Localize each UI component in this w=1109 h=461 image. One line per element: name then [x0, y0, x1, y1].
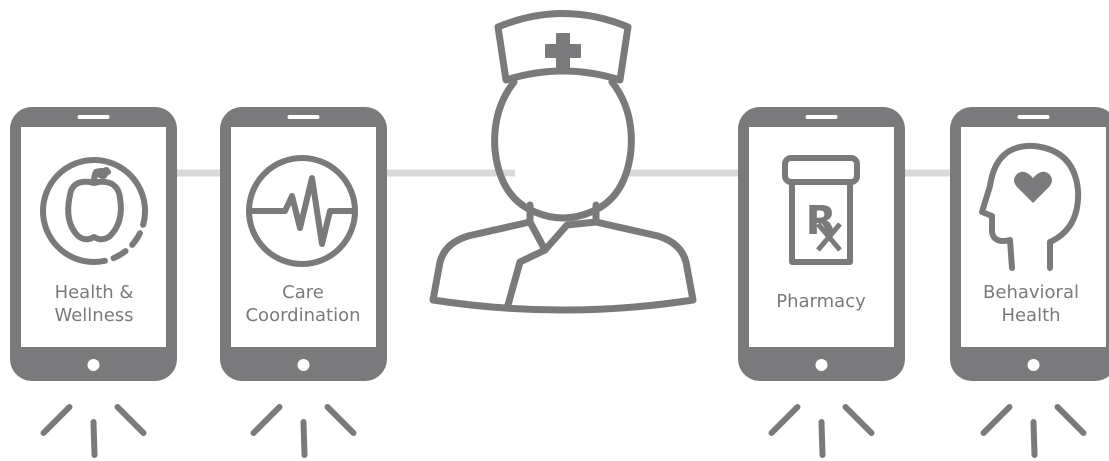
behavioral-health-phone-screen	[961, 127, 1106, 347]
health-wellness-speaker	[77, 115, 110, 119]
care-coordination-home-button	[297, 359, 310, 371]
behavioral-health-home-button	[1027, 359, 1040, 371]
rx-bottle-icon: R	[782, 155, 860, 265]
health-wellness-signal-rays	[40, 404, 147, 458]
pharmacy-signal-rays	[768, 404, 875, 458]
care-coordination-label-line2: Coordination	[245, 305, 360, 326]
pharmacy-phone-screen	[749, 127, 894, 347]
signal-ray	[324, 404, 357, 436]
heartbeat-icon	[246, 155, 358, 267]
health-wellness-home-button	[87, 359, 100, 371]
phones-layer	[10, 107, 1109, 458]
medical-cross-icon	[545, 33, 581, 69]
pharmacy-speaker	[805, 115, 838, 119]
pharmacy-label-line1: Pharmacy	[776, 291, 866, 312]
nurse-head	[491, 78, 635, 222]
nurse-lapel	[504, 246, 549, 309]
head-heart-icon	[979, 142, 1082, 271]
signal-ray	[768, 404, 801, 436]
signal-ray	[1054, 404, 1087, 436]
care-coordination-signal-rays	[250, 404, 357, 458]
behavioral-health-label-line1: Behavioral	[983, 282, 1079, 303]
nurse-collar	[526, 218, 600, 254]
care-coordination-speaker	[287, 115, 320, 119]
signal-ray	[114, 404, 147, 436]
health-wellness-label-line2: Wellness	[54, 305, 133, 326]
signal-ray	[842, 404, 875, 436]
signal-ray	[40, 404, 73, 436]
apple-icon	[40, 157, 148, 265]
signal-ray	[818, 419, 826, 458]
signal-ray	[300, 419, 308, 458]
signal-ray	[250, 404, 283, 436]
care-coordination-label-line1: Care	[282, 282, 324, 303]
pharmacy-home-button	[815, 359, 828, 371]
behavioral-health-phone	[950, 107, 1109, 458]
signal-ray	[980, 404, 1013, 436]
behavioral-health-speaker	[1017, 115, 1050, 119]
nurse-body	[429, 218, 697, 314]
behavioral-health-signal-rays	[980, 404, 1087, 458]
phone-labels: Health & Wellness Care Coordination Phar…	[54, 282, 1079, 326]
signal-ray	[90, 419, 98, 458]
signal-ray	[1030, 419, 1038, 458]
health-wellness-label-line1: Health &	[55, 282, 134, 303]
behavioral-health-label-line2: Health	[1001, 305, 1060, 326]
health-wellness-phone	[10, 107, 177, 458]
